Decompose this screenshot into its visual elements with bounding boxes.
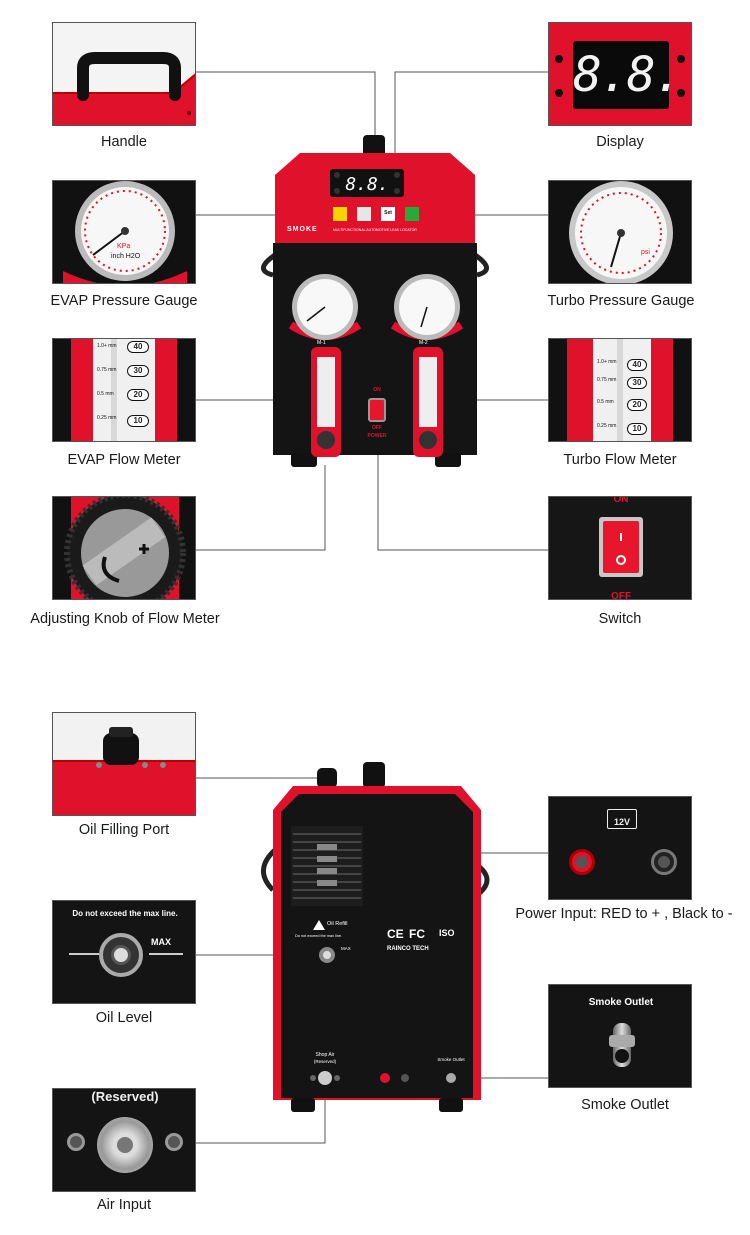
back-max: MAX [341,946,351,951]
evap-size-1: 1.0+ mm [97,343,117,349]
turbo-mark-30: 30 [627,377,647,389]
evap-mark-20: 20 [127,389,149,401]
display-digits: 8.8. [573,47,683,103]
back-reserved: (Reserved) [313,1059,337,1064]
evap-mark-30: 30 [127,365,149,377]
front-on-label: ON [373,387,381,393]
air-input-reserved: (Reserved) [91,1089,159,1104]
back-brand: RAINCO TECH [387,946,429,952]
turbo-mark-10: 10 [627,423,647,435]
svg-text:ISO: ISO [439,928,455,938]
front-subtitle: MULTIFUNCTIONAL AUTOMOTIVE LEAK LOCATOR [333,228,417,232]
switch-on-label: ON [613,496,629,505]
evap-gauge-caption: EVAP Pressure Gauge [50,293,198,309]
back-smoke-outlet: Smoke Outlet [437,1057,465,1062]
knob-photo [52,496,196,600]
evap-gauge-photo: KPa inch H2O [52,180,196,284]
evap-size-2: 0.75 mm [97,367,117,373]
front-machine: 8.8. SMOKE MULTIFUNCTIONAL AUTOMOTIVE LE… [255,135,495,470]
power-input-caption: Power Input: RED to + , Black to - [515,906,733,922]
front-set-label: Set [384,210,392,216]
oil-port-caption: Oil Filling Port [78,822,170,838]
front-m1-label: M-1 [317,340,326,346]
display-caption: Display [596,134,644,150]
evap-gauge-unit1: KPa [117,243,131,250]
evap-gauge-unit2: inch H2O [111,253,141,260]
turbo-gauge-photo: psi [548,180,692,284]
knob-caption: Adjusting Knob of Flow Meter [30,611,220,627]
front-brand: SMOKE [287,226,318,233]
evap-size-4: 0.25 mm [97,415,117,421]
back-machine: CE FC ISO Oil Refill Do not exceed the m… [255,760,495,1120]
back-warning: Do not exceed the max line. [295,934,343,938]
smoke-outlet-caption: Smoke Outlet [581,1097,669,1113]
power-input-photo: 12V [548,796,692,900]
oil-level-caption: Oil Level [95,1010,153,1026]
front-m2-label: M-2 [419,340,428,346]
svg-text:CE: CE [387,927,404,941]
turbo-gauge-caption: Turbo Pressure Gauge [547,293,695,309]
back-oil-refill: Oil Refill [327,921,348,927]
switch-off-label: OFF [611,591,631,600]
evap-flow-caption: EVAP Flow Meter [67,452,181,468]
svg-text:FC: FC [409,927,425,941]
evap-flow-photo: 1.0+ mm 0.75 mm 0.5 mm 0.25 mm 40 30 20 … [52,338,196,442]
switch-rocker[interactable] [603,521,639,573]
turbo-mark-20: 20 [627,399,647,411]
air-input-photo: (Reserved) [52,1088,196,1192]
display-photo: 8.8. [548,22,692,126]
back-shop-air: Shop Air [315,1052,335,1058]
handle-photo [52,22,196,126]
oil-port-photo [52,712,196,816]
turbo-flow-photo: 1.0+ mm 0.75 mm 0.5 mm 0.25 mm 40 30 20 … [548,338,692,442]
turbo-size-1: 1.0+ mm [597,359,617,365]
turbo-gauge-unit: psi [641,249,650,256]
svg-text:8.8.: 8.8. [345,174,388,195]
turbo-size-4: 0.25 mm [597,423,617,429]
smoke-outlet-label: Smoke Outlet [588,997,654,1008]
oil-level-max: MAX [151,937,171,947]
oil-level-photo: Do not exceed the max line. MAX [52,900,196,1004]
front-off-label: OFF [372,425,382,431]
switch-photo: ON OFF [548,496,692,600]
handle-caption: Handle [101,134,147,150]
smoke-outlet-photo: Smoke Outlet [548,984,692,1088]
power-voltage: 12V [613,817,630,827]
front-power-label: POWER [367,433,387,439]
turbo-flow-caption: Turbo Flow Meter [563,452,677,468]
air-input-caption: Air Input [97,1197,151,1213]
turbo-mark-40: 40 [627,359,647,371]
turbo-size-3: 0.5 mm [597,399,614,405]
oil-level-warning: Do not exceed the max line. [72,909,178,918]
evap-mark-10: 10 [127,415,149,427]
evap-size-3: 0.5 mm [97,391,114,397]
switch-caption: Switch [598,611,642,627]
evap-mark-40: 40 [127,341,149,353]
turbo-size-2: 0.75 mm [597,377,617,383]
